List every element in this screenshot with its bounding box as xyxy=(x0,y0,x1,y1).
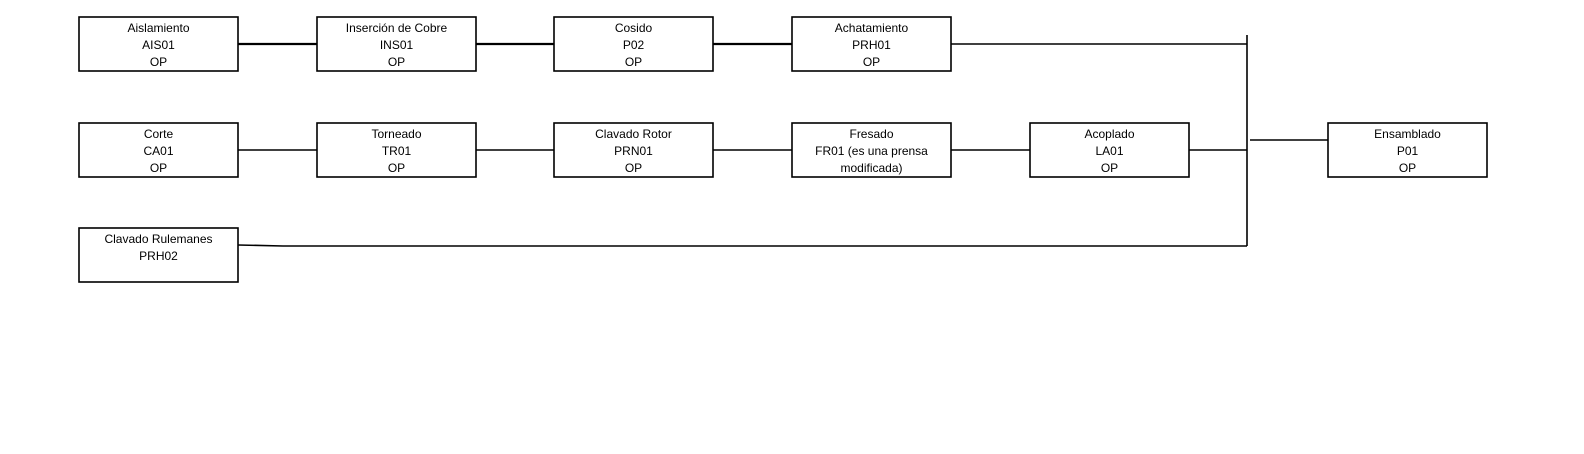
op-type: OP xyxy=(150,161,167,175)
op-code: P02 xyxy=(623,38,645,52)
op-name: Achatamiento xyxy=(835,21,909,35)
op-code: TR01 xyxy=(382,144,412,158)
op-box-frame xyxy=(553,122,714,178)
op-type: OP xyxy=(863,55,880,69)
op-name: Clavado Rotor xyxy=(595,127,672,141)
op-code: AIS01 xyxy=(142,38,175,52)
op-name: Inserción de Cobre xyxy=(346,21,448,35)
op-name: Fresado xyxy=(849,127,893,141)
op-type: OP xyxy=(388,161,405,175)
op-code: P01 xyxy=(1397,144,1419,158)
op-type: OP xyxy=(388,55,405,69)
op-box-frame xyxy=(791,122,952,178)
op-type: OP xyxy=(625,161,642,175)
op-type: OP xyxy=(1101,161,1118,175)
op-box-frame xyxy=(316,122,477,178)
op-box-frame xyxy=(78,122,239,178)
op-type: OP xyxy=(1399,161,1416,175)
connectors xyxy=(237,35,1328,247)
op-box-frame xyxy=(78,227,239,283)
edge-clavado-rulemanes-to-ensamblado-a xyxy=(237,244,284,247)
op-code: PRN01 xyxy=(614,144,653,158)
op-box-frame xyxy=(1327,122,1488,178)
op-name: Clavado Rulemanes xyxy=(104,232,212,246)
op-box-frame xyxy=(553,16,714,72)
op-name: Cosido xyxy=(615,21,653,35)
op-box-frame xyxy=(1029,122,1190,178)
op-name: Aislamiento xyxy=(127,21,189,35)
op-name: Corte xyxy=(144,127,174,141)
op-code: LA01 xyxy=(1095,144,1123,158)
op-code: CA01 xyxy=(143,144,173,158)
op-name: Ensamblado xyxy=(1374,127,1441,141)
op-code: PRH01 xyxy=(852,38,891,52)
op-box-frame xyxy=(316,16,477,72)
op-code: PRH02 xyxy=(139,249,178,263)
op-name: Acoplado xyxy=(1084,127,1134,141)
op-name: Torneado xyxy=(371,127,421,141)
op-code: FR01 (es una prensa xyxy=(815,144,928,158)
op-type: OP xyxy=(150,55,167,69)
op-box-frame xyxy=(791,16,952,72)
op-code: INS01 xyxy=(380,38,414,52)
op-type: modificada) xyxy=(840,161,902,175)
op-box-frame xyxy=(78,16,239,72)
op-type: OP xyxy=(625,55,642,69)
